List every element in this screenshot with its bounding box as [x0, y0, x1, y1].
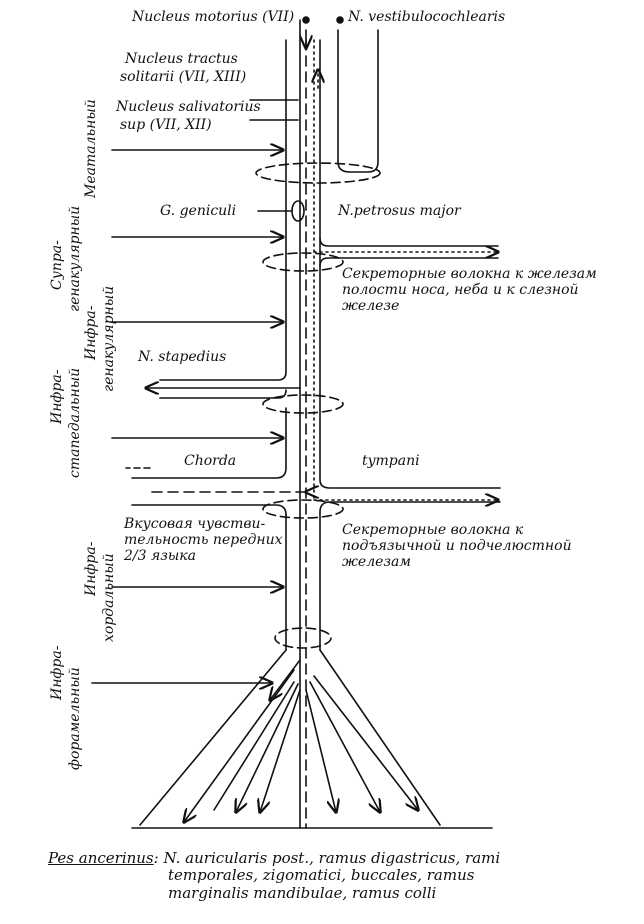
label-chorda: Chorda: [184, 453, 237, 469]
label-n-vestibulocochlearis: N. vestibulocochlearis: [348, 9, 506, 25]
label-nucleus-tractus-1: Nucleus tractus: [125, 51, 238, 67]
caption-text-2: temporales, zigomatici, buccales, ramus: [168, 866, 475, 885]
caption-line-1: Pes ancerinus: N. auricularis post., ram…: [48, 849, 608, 867]
level-infrachord-2: хордальный: [101, 553, 117, 642]
vestibulocochlear-nerve: [337, 29, 379, 173]
note-secretory-nose-line-1: Секреторные волокна к железам: [342, 266, 597, 282]
level-infraforam-2: форамельный: [67, 667, 83, 770]
central-fibres: [146, 16, 498, 829]
label-nucleus-salivatorius-1: Nucleus salivatorius: [116, 99, 261, 115]
label-nucleus-motorius: Nucleus motorius (VII): [132, 9, 295, 25]
level-infrastap-1: Инфра-: [49, 369, 65, 424]
label-n-stapedius: N. stapedius: [138, 349, 227, 365]
level-meatal: Меатальный: [83, 99, 99, 198]
level-rings: [255, 162, 381, 649]
level-infragen-2: генакулярный: [101, 285, 117, 392]
level-infragen-1: Инфра-: [83, 305, 99, 360]
label-nucleus-salivatorius-2: sup (VII, XII): [120, 117, 212, 133]
level-supra-2: генакулярный: [67, 205, 83, 312]
label-tympani: tympani: [362, 453, 420, 469]
caption-text-1: : N. auricularis post., ramus digastricu…: [153, 849, 501, 867]
note-secretory-glands-line-2: подъязычной и подчелюстной: [342, 538, 572, 555]
level-infraforam-1: Инфра-: [49, 645, 65, 700]
label-n-petrosus-major: N.petrosus major: [338, 203, 461, 219]
level-infrastap-2: стапедальный: [67, 367, 83, 478]
note-taste: Вкусовая чувстви- тельность передних 2/3…: [124, 516, 283, 564]
pes-anserinus-branches: [131, 649, 493, 829]
note-secretory-glands-line-1: Секреторные волокна к: [342, 522, 524, 538]
level-supra-1: Супра-: [49, 240, 65, 290]
caption-head: Pes ancerinus: [48, 849, 154, 867]
note-taste-line-1: Вкусовая чувстви-: [124, 516, 266, 532]
level-arrows: [91, 99, 299, 683]
label-g-geniculi: G. geniculi: [160, 203, 237, 219]
note-secretory-glands-line-3: железам: [342, 554, 411, 571]
caption-text-3: marginalis mandibulae, ramus colli: [168, 883, 437, 902]
label-nucleus-tractus-2: solitarii (VII, XIII): [120, 69, 247, 85]
level-infrachord-1: Инфра-: [83, 541, 99, 596]
note-secretory-glands: Секреторные волокна к подъязычной и подч…: [342, 522, 572, 570]
note-taste-line-2: тельность передних: [124, 532, 283, 549]
note-secretory-nose-line-3: железе: [342, 298, 400, 315]
caption: Pes ancerinus: N. auricularis post., ram…: [48, 849, 608, 902]
note-secretory-nose-line-2: полости носа, неба и к слезной: [342, 282, 579, 299]
note-taste-line-3: 2/3 языка: [124, 548, 196, 565]
note-secretory-nose: Секреторные волокна к железам полости но…: [342, 266, 597, 314]
